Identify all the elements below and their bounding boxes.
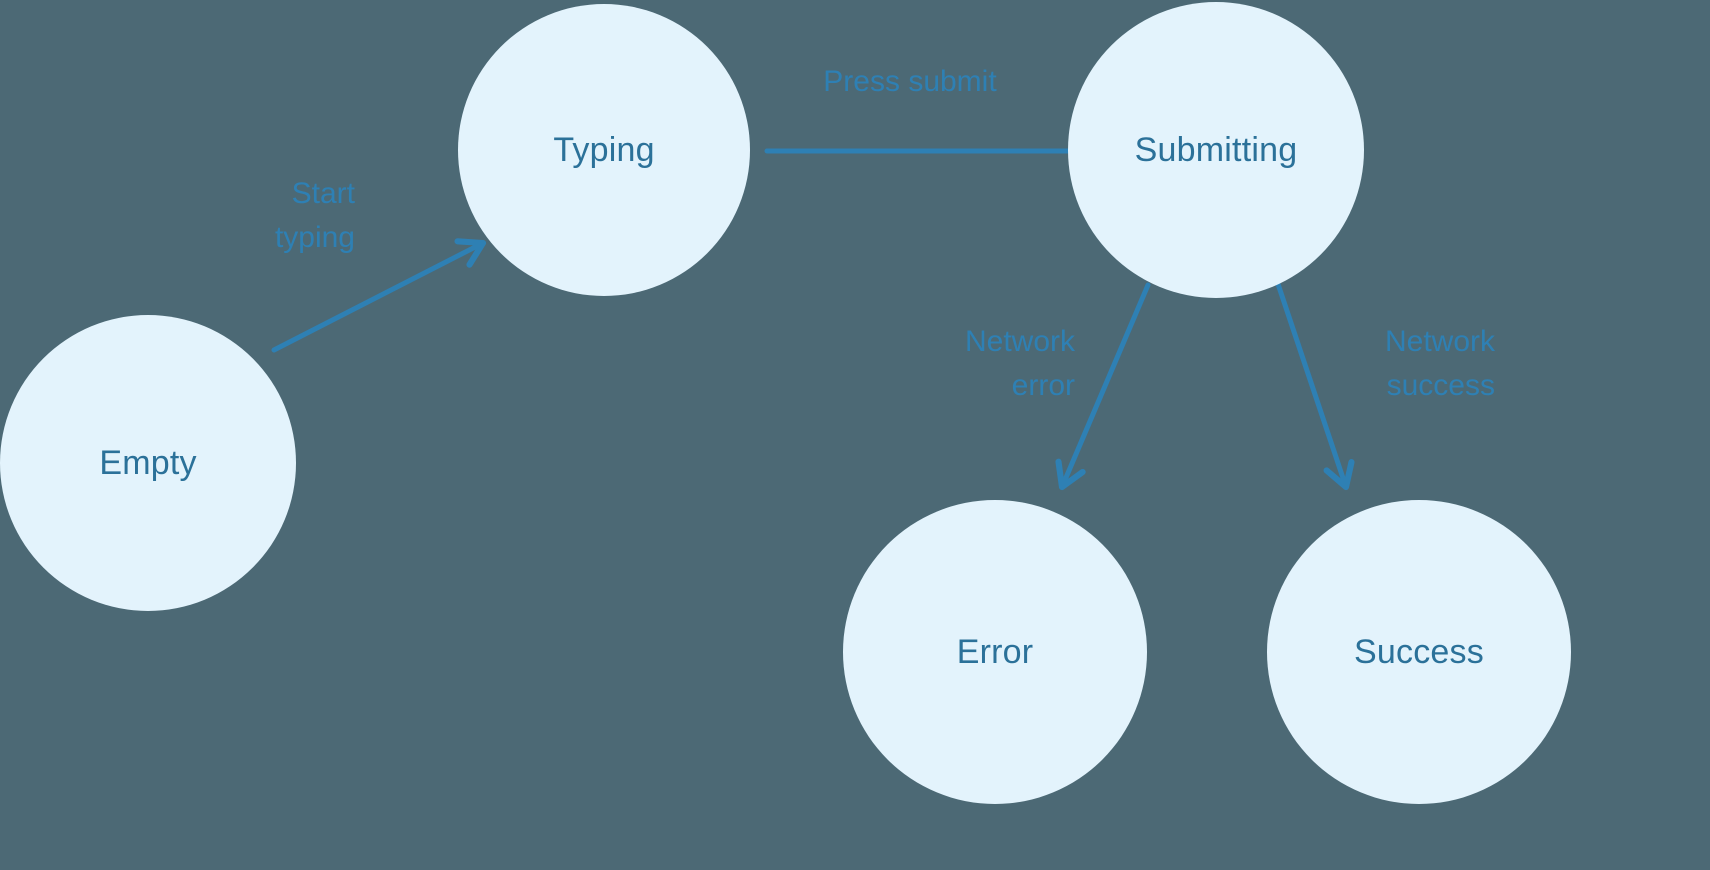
state-node-error[interactable]: Error xyxy=(843,500,1147,804)
state-node-typing-label: Typing xyxy=(553,131,655,169)
state-node-empty-label: Empty xyxy=(99,444,197,482)
edge-empty-to-typing xyxy=(271,238,487,353)
state-node-success[interactable]: Success xyxy=(1267,500,1571,804)
edge-label-network-error: Network error xyxy=(964,325,1075,402)
edge-label-press-submit: Press submit xyxy=(823,65,997,98)
state-node-typing[interactable]: Typing xyxy=(458,4,750,296)
edge-label-network-success: Network success xyxy=(1384,325,1495,402)
state-node-empty[interactable]: Empty xyxy=(0,315,296,611)
state-node-submitting-label: Submitting xyxy=(1134,131,1298,169)
state-node-success-label: Success xyxy=(1354,633,1484,671)
edge-submitting-to-error xyxy=(1055,282,1151,491)
edge-label-start-typing: Start typing xyxy=(274,177,355,254)
state-node-error-label: Error xyxy=(956,633,1034,671)
edge-submitting-to-success xyxy=(1275,281,1355,491)
state-node-submitting[interactable]: Submitting xyxy=(1068,2,1364,298)
